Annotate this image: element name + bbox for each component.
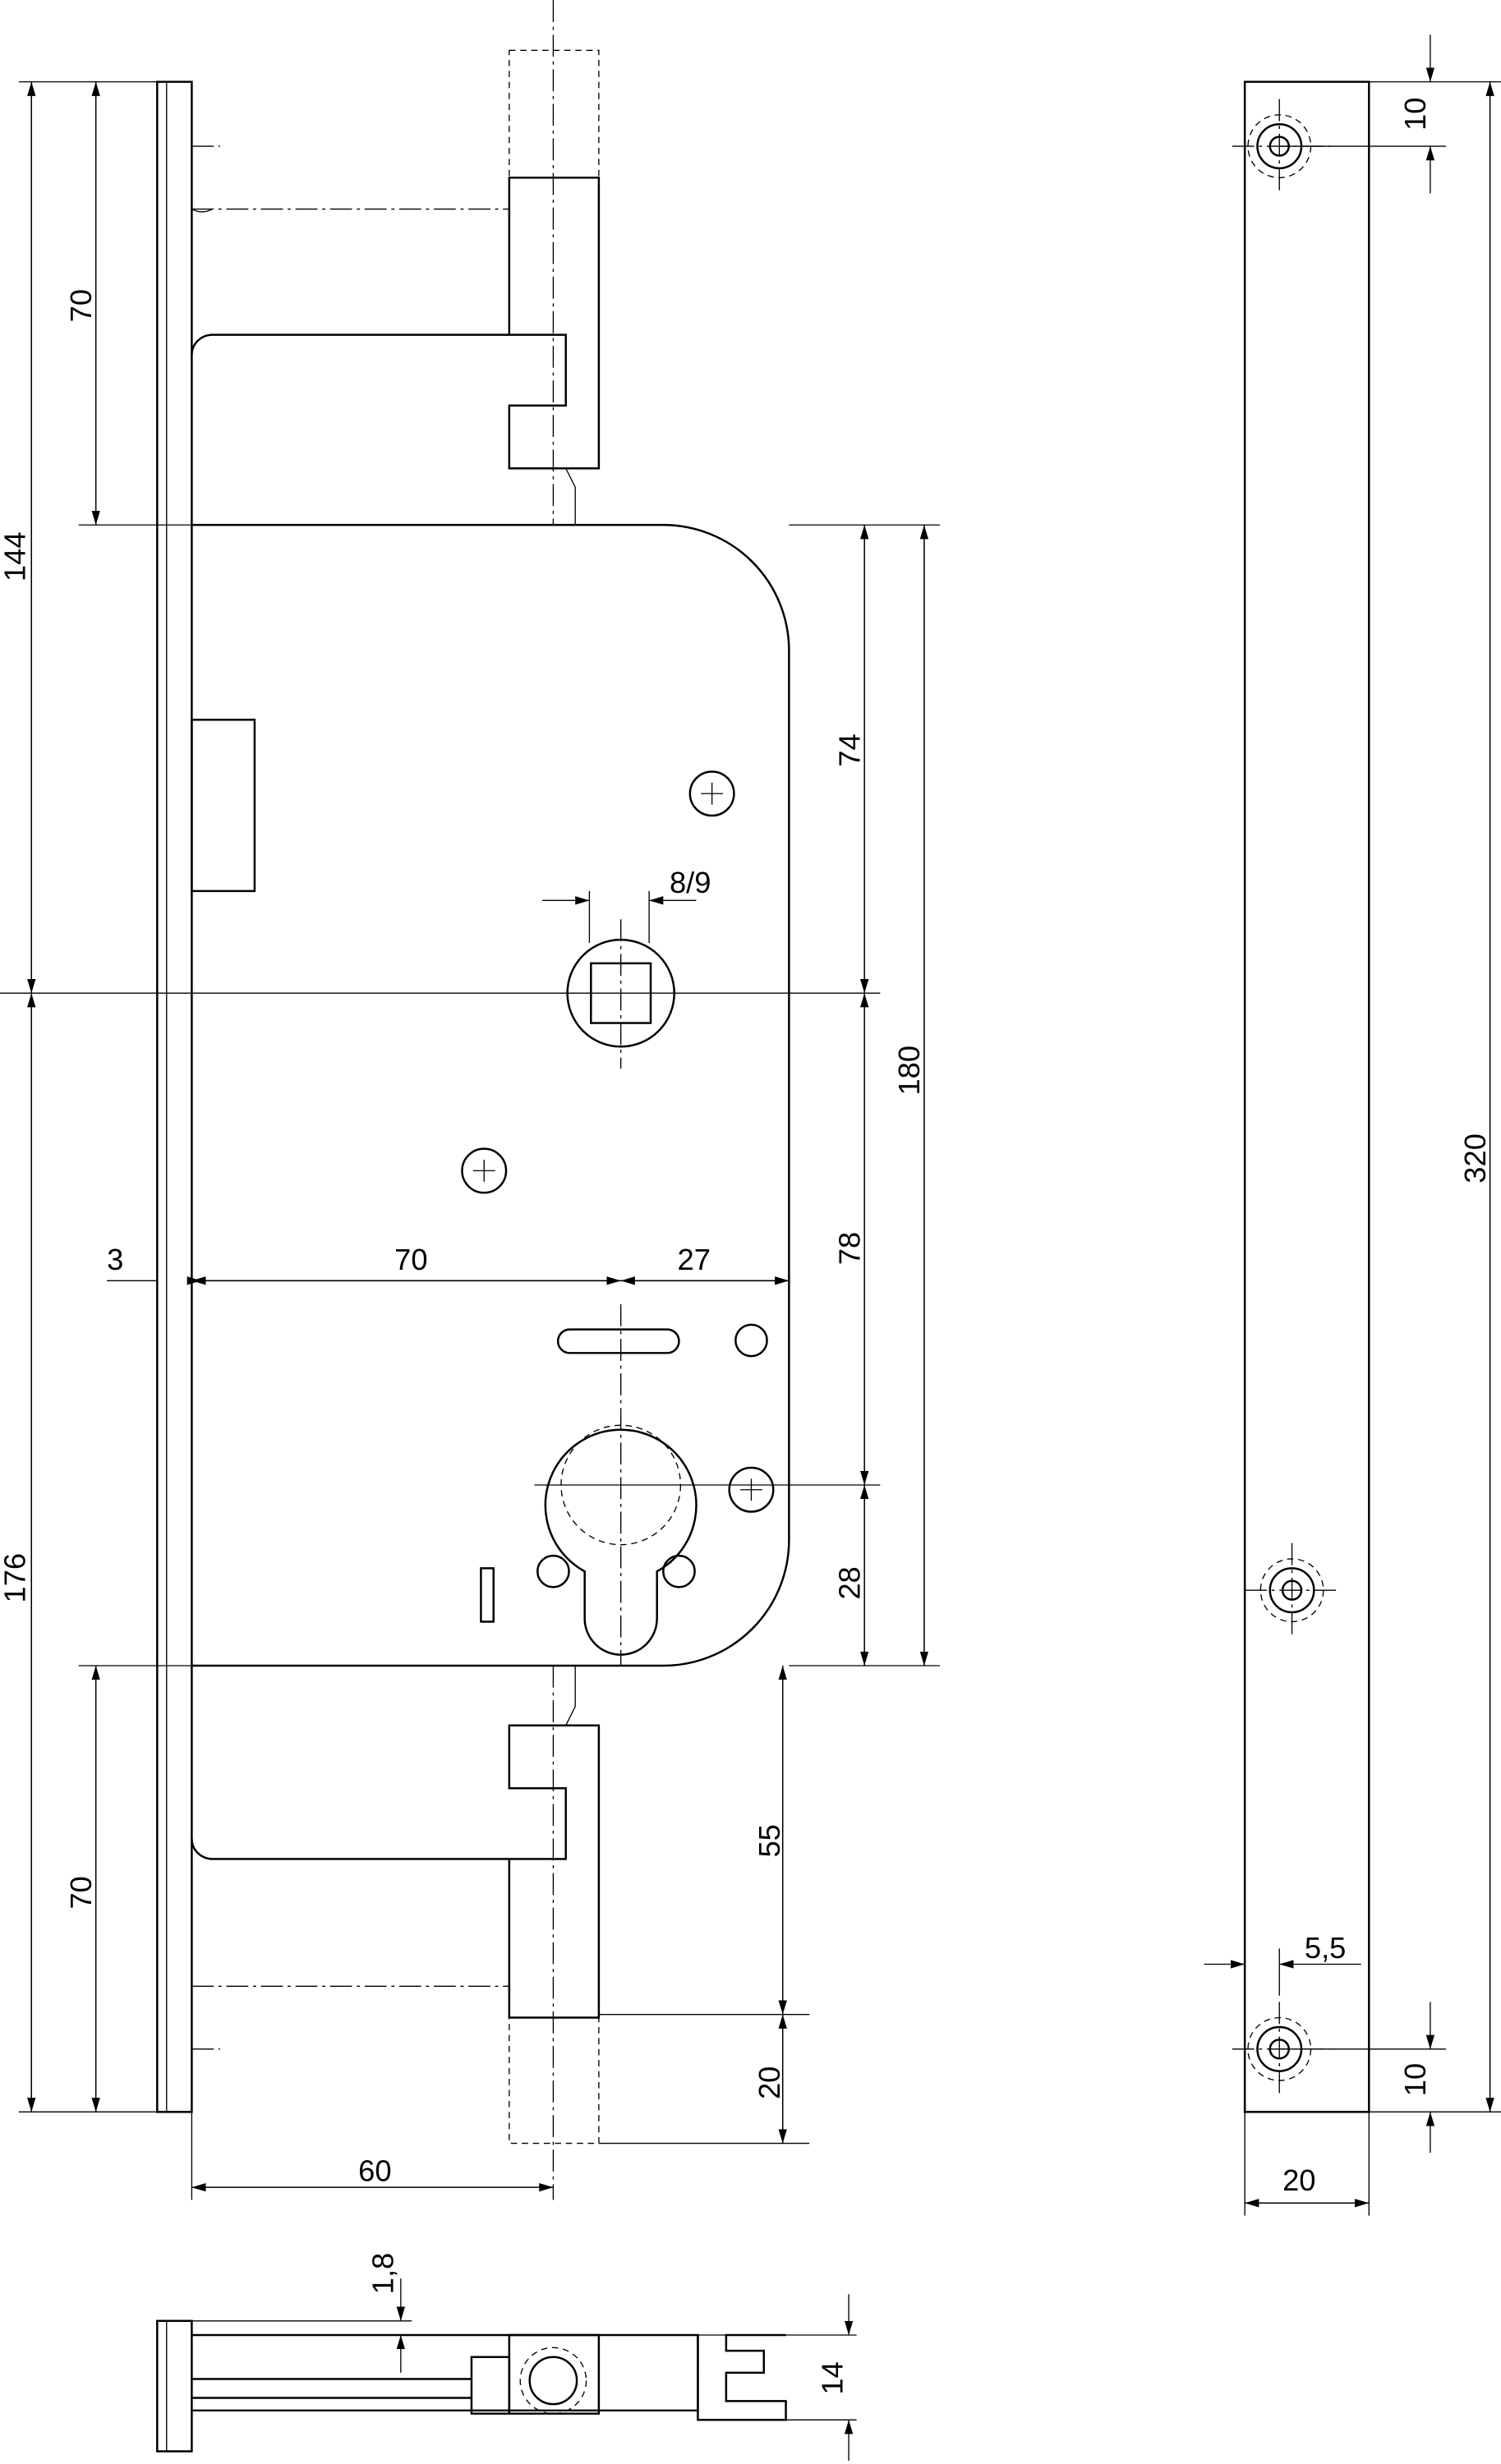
dim-320: 320 <box>1458 1133 1492 1184</box>
screw-icon <box>461 770 775 1513</box>
dim-78: 78 <box>832 1232 866 1265</box>
dim-20-strike: 20 <box>1282 2163 1315 2197</box>
dim-3: 3 <box>107 1243 123 1276</box>
dim-70-bottom: 70 <box>64 1876 98 1909</box>
dim-14: 14 <box>815 2361 849 2394</box>
dim-10-bottom: 10 <box>1398 2063 1432 2096</box>
dim-20: 20 <box>753 2066 786 2099</box>
top-bolt <box>191 0 601 526</box>
strike-plate <box>1204 34 1501 2216</box>
dim-28: 28 <box>832 1566 866 1599</box>
dim-60: 60 <box>358 2154 391 2188</box>
faceplate <box>156 80 193 2113</box>
dim-27: 27 <box>678 1243 711 1276</box>
dim-5-5: 5,5 <box>1305 1931 1347 1965</box>
latch <box>191 719 256 893</box>
slot <box>556 1328 680 1354</box>
spindle-follower <box>0 919 881 1069</box>
dim-180: 180 <box>892 1046 926 1096</box>
dimension-labels: 70 144 176 70 3 70 27 74 180 78 28 55 20… <box>0 98 1492 2395</box>
hole <box>734 1323 768 1358</box>
lock-case <box>191 523 790 1667</box>
dim-70-backset: 70 <box>394 1243 427 1276</box>
dim-144: 144 <box>0 531 32 582</box>
dim-55: 55 <box>753 1824 786 1857</box>
bottom-bolt <box>191 1666 601 2200</box>
bottom-view <box>156 2278 857 2462</box>
dimension-lines <box>27 81 929 2192</box>
dim-10-top: 10 <box>1398 98 1432 131</box>
dim-74: 74 <box>832 733 866 766</box>
dim-70-top: 70 <box>64 289 98 322</box>
dim-176: 176 <box>0 1553 32 1603</box>
dim-8-9: 8/9 <box>670 866 711 899</box>
dim-1-8: 1,8 <box>366 2253 399 2295</box>
cylinder-cutout <box>480 1304 881 1666</box>
